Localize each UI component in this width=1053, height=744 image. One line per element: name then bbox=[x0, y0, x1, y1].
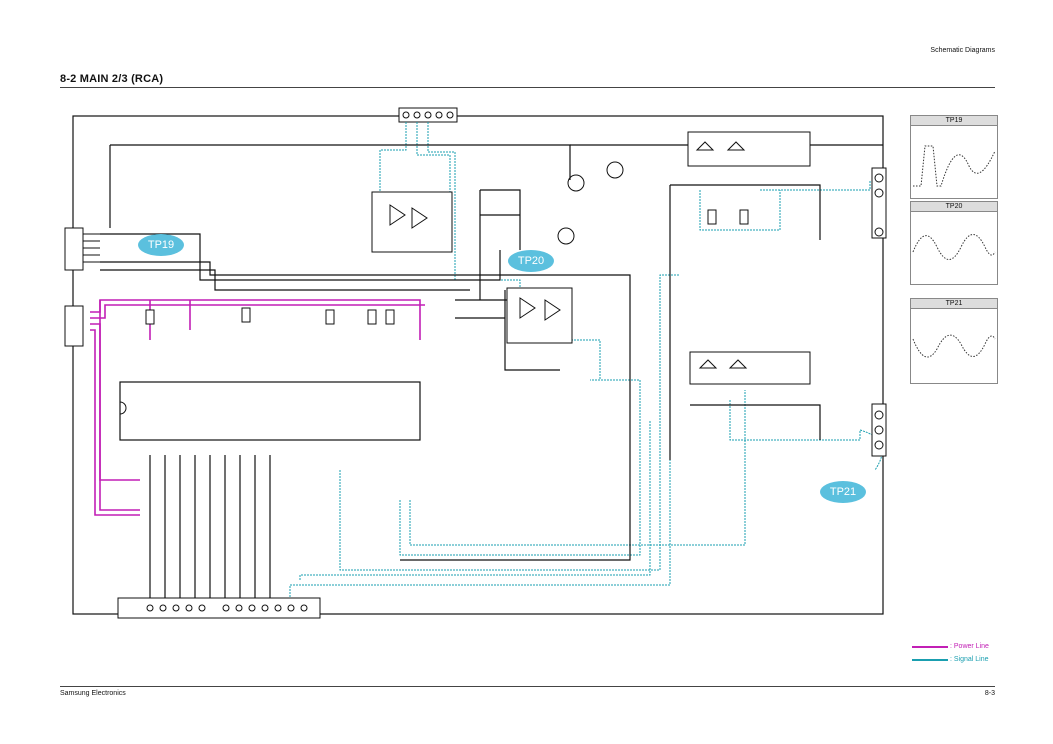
waveform-label: TP19 bbox=[911, 116, 997, 126]
rca-jacks-lower bbox=[871, 403, 887, 457]
legend-signal: : Signal Line bbox=[912, 656, 989, 663]
signal-lines bbox=[289, 122, 883, 600]
transistor-3 bbox=[557, 227, 575, 245]
waveform-tp19: TP19 bbox=[910, 115, 998, 199]
bottom-connector bbox=[117, 597, 321, 619]
rca-jacks-upper bbox=[871, 167, 887, 239]
ic-mid-amp bbox=[506, 287, 573, 344]
legend-signal-label: : Signal Line bbox=[950, 656, 989, 663]
waveform-trace bbox=[912, 234, 996, 260]
main-ic bbox=[119, 381, 421, 441]
transistor-2 bbox=[606, 161, 624, 179]
waveform-label: TP20 bbox=[911, 202, 997, 212]
legend-power: : Power Line bbox=[912, 643, 989, 650]
signal-swatch bbox=[912, 658, 948, 661]
power-lines bbox=[90, 299, 425, 516]
waveform-tp21: TP21 bbox=[910, 298, 998, 384]
board-frame bbox=[72, 115, 884, 615]
power-swatch bbox=[912, 645, 948, 648]
ic-bottom-right bbox=[689, 351, 811, 385]
transistor-1 bbox=[567, 174, 585, 192]
top-divider bbox=[60, 87, 995, 88]
resistors bbox=[145, 209, 749, 325]
footer-company: Samsung Electronics bbox=[60, 690, 126, 697]
waveform-tp20: TP20 bbox=[910, 201, 998, 285]
waveform-trace bbox=[912, 334, 996, 358]
left-connector bbox=[64, 227, 100, 347]
footer-page-number: 8-3 bbox=[984, 690, 995, 697]
legend-power-label: : Power Line bbox=[950, 643, 989, 650]
top-connector bbox=[398, 107, 458, 123]
section-header: Schematic Diagrams bbox=[930, 47, 995, 54]
ic-top-right bbox=[687, 131, 811, 167]
page-title: 8-2 MAIN 2/3 (RCA) bbox=[60, 73, 164, 85]
tp21-marker: TP21 bbox=[820, 481, 866, 503]
waveform-trace bbox=[913, 145, 996, 187]
tp20-marker: TP20 bbox=[508, 250, 554, 272]
waveform-label: TP21 bbox=[911, 299, 997, 309]
bottom-divider bbox=[60, 686, 995, 687]
tp19-marker: TP19 bbox=[138, 234, 184, 256]
